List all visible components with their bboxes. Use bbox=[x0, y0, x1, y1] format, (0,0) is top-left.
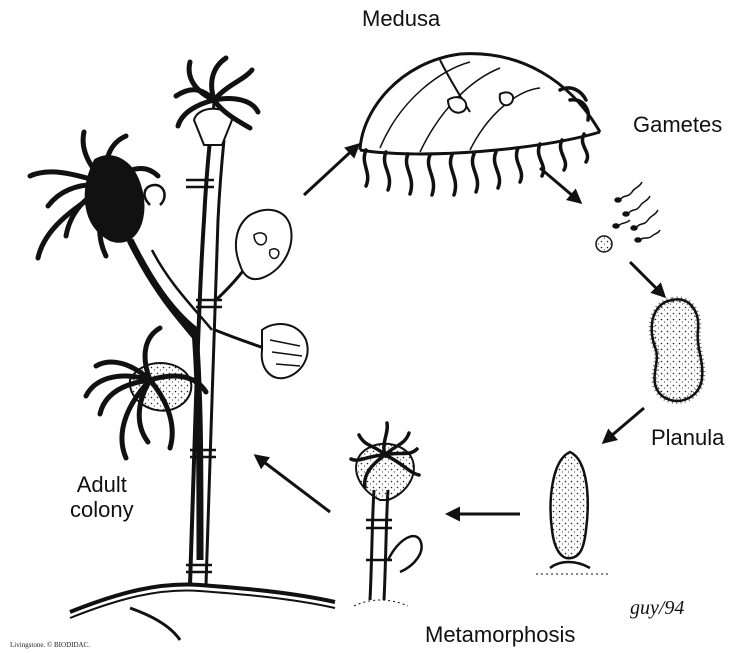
label-planula: Planula bbox=[651, 425, 724, 450]
planula-drawing bbox=[652, 299, 703, 401]
image-credit: Livingstone. © BIODIDAC. bbox=[10, 641, 90, 649]
arrow-metamorphosis-to-colony bbox=[256, 456, 330, 512]
label-medusa: Medusa bbox=[362, 6, 440, 31]
label-gametes: Gametes bbox=[633, 112, 722, 137]
cycle-arrows bbox=[256, 145, 664, 514]
label-adult-colony: Adult colony bbox=[70, 472, 134, 523]
label-adult-line1: Adult bbox=[70, 472, 134, 497]
label-metamorphosis: Metamorphosis bbox=[425, 622, 575, 647]
metamorphosis-drawing bbox=[354, 444, 422, 606]
label-adult-line2: colony bbox=[70, 497, 134, 522]
gametes-drawing bbox=[596, 182, 660, 252]
arrow-medusa-to-gametes bbox=[540, 168, 580, 202]
arrow-colony-to-medusa bbox=[304, 145, 358, 195]
medusa-drawing bbox=[360, 54, 600, 154]
artist-signature: guy/94 bbox=[630, 597, 684, 620]
arrow-planula-to-settled bbox=[604, 408, 644, 442]
arrow-gametes-to-planula bbox=[630, 262, 664, 296]
settled-planula-drawing bbox=[536, 452, 608, 574]
